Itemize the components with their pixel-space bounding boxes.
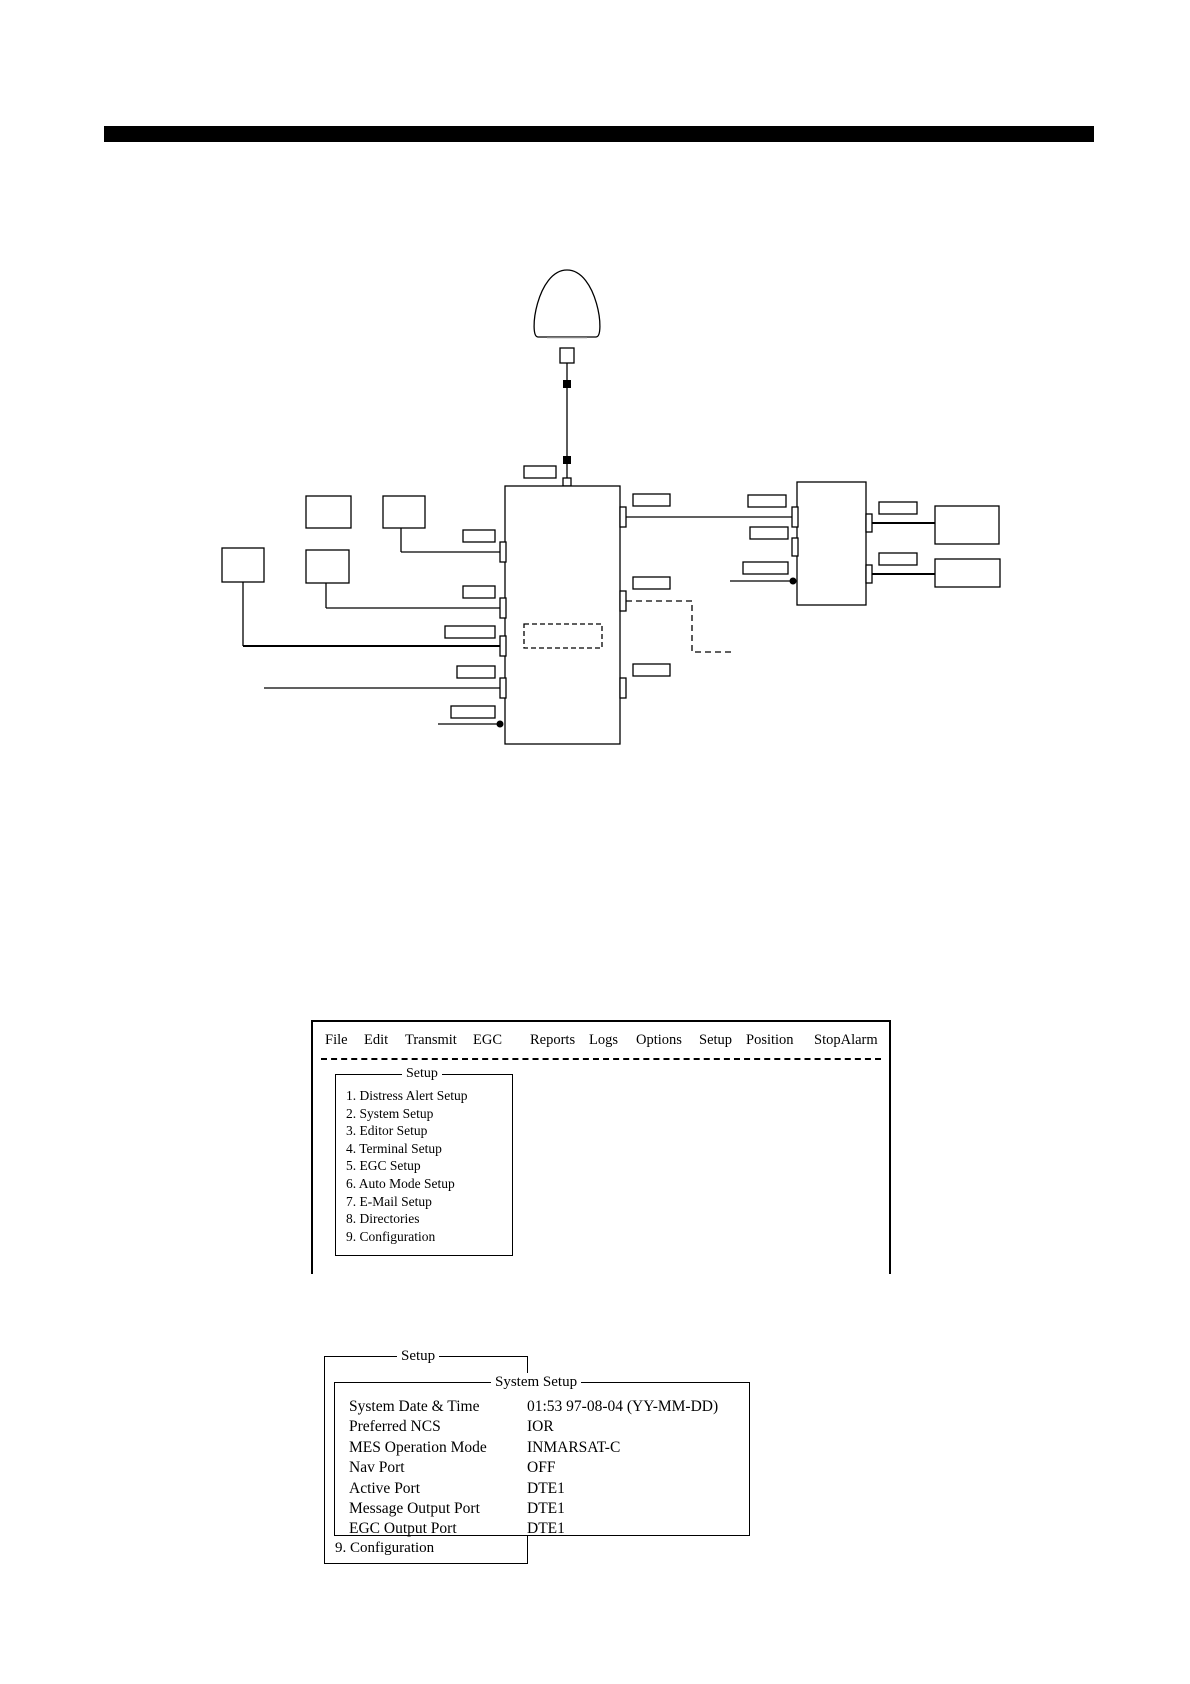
- antenna-unit: [533, 269, 601, 364]
- ground-terminal-junction: [789, 577, 797, 585]
- setup-menu: Setup 1. Distress Alert Setup 2. System …: [335, 1065, 513, 1256]
- label-box-junction-3: [742, 561, 789, 575]
- field-value[interactable]: DTE1: [527, 1479, 565, 1497]
- menu-options[interactable]: Options: [636, 1032, 682, 1048]
- label-box-right-1: [632, 493, 671, 507]
- menu-edit[interactable]: Edit: [364, 1032, 389, 1048]
- system-setup-title: System Setup: [491, 1373, 582, 1391]
- setup-item-configuration-partial[interactable]: 9. Configuration: [335, 1540, 435, 1556]
- terminal-antenna-port: [562, 477, 572, 487]
- port-left-2: [499, 597, 507, 619]
- junction-port-1: [791, 506, 799, 528]
- setup-item-editor[interactable]: 3. Editor Setup: [346, 1123, 428, 1139]
- junction-port-right-2: [865, 564, 873, 584]
- system-setup-window: System Setup System Date & Time 01:53 97…: [334, 1373, 750, 1538]
- terminal-unit: [504, 485, 621, 745]
- label-box-junction-right-2: [878, 552, 918, 566]
- port-right-1: [619, 506, 627, 528]
- header-bar: [104, 126, 1094, 142]
- menu-setup[interactable]: Setup: [699, 1032, 733, 1048]
- label-box-left-1: [462, 529, 496, 543]
- field-label: Nav Port: [349, 1459, 405, 1477]
- field-label: Preferred NCS: [349, 1418, 441, 1436]
- menu-logs[interactable]: Logs: [589, 1032, 618, 1048]
- port-right-3: [619, 677, 627, 699]
- field-value[interactable]: DTE1: [527, 1499, 565, 1517]
- main-menu-window: File Edit Transmit EGC Reports Logs Opti…: [311, 1020, 891, 1274]
- label-box-antenna: [523, 465, 557, 479]
- menu-file[interactable]: File: [325, 1032, 348, 1048]
- menu-position[interactable]: Position: [746, 1032, 794, 1048]
- port-right-2: [619, 590, 627, 612]
- setup-item-directories[interactable]: 8. Directories: [346, 1211, 420, 1227]
- cable-connector-bottom: [563, 456, 571, 464]
- setup-item-configuration[interactable]: 9. Configuration: [346, 1228, 436, 1244]
- label-box-left-3: [444, 625, 496, 639]
- cable-connector-top: [563, 380, 571, 388]
- device-box-2: [934, 558, 1001, 588]
- antenna-connector: [559, 347, 575, 364]
- peripheral-box-1: [305, 495, 352, 529]
- label-box-junction-2: [749, 526, 789, 540]
- setup-item-terminal[interactable]: 4. Terminal Setup: [346, 1140, 442, 1156]
- setup-menu-list: 1. Distress Alert Setup 2. System Setup …: [346, 1087, 468, 1245]
- menu-reports[interactable]: Reports: [530, 1032, 576, 1048]
- field-label: Message Output Port: [349, 1499, 480, 1517]
- setup-item-email[interactable]: 7. E-Mail Setup: [346, 1193, 432, 1209]
- label-box-junction-right-1: [878, 501, 918, 515]
- setup-item-distress-alert[interactable]: 1. Distress Alert Setup: [346, 1088, 468, 1103]
- menu-egc[interactable]: EGC: [473, 1032, 502, 1048]
- label-box-left-2: [462, 585, 496, 599]
- ground-terminal-left: [496, 720, 504, 728]
- field-label: Active Port: [349, 1479, 421, 1497]
- peripheral-box-2: [382, 495, 426, 529]
- port-left-1: [499, 541, 507, 563]
- setup-menu-title: Setup: [402, 1065, 442, 1083]
- junction-port-2: [791, 537, 799, 557]
- interconnection-diagram: [221, 269, 1001, 745]
- port-left-4: [499, 677, 507, 699]
- device-box-1: [934, 505, 1000, 545]
- setup-item-egc[interactable]: 5. EGC Setup: [346, 1158, 421, 1174]
- label-box-junction-1: [747, 494, 787, 508]
- wire-optional-dashed: [626, 600, 734, 653]
- junction-port-right-1: [865, 513, 873, 533]
- port-left-3: [499, 635, 507, 657]
- field-label: System Date & Time: [349, 1398, 480, 1415]
- field-label: MES Operation Mode: [349, 1438, 487, 1456]
- peripheral-box-3: [221, 547, 265, 583]
- peripheral-box-4: [305, 549, 350, 584]
- antenna-radome: [533, 269, 601, 338]
- setup-background-title: Setup: [397, 1347, 440, 1365]
- setup-item-auto-mode[interactable]: 6. Auto Mode Setup: [346, 1175, 455, 1191]
- field-value[interactable]: INMARSAT-C: [527, 1438, 621, 1456]
- label-box-right-3: [632, 663, 671, 677]
- label-box-left-5: [450, 705, 496, 719]
- menu-separator: [321, 1058, 881, 1060]
- setup-item-system[interactable]: 2. System Setup: [346, 1105, 434, 1121]
- menu-transmit[interactable]: Transmit: [405, 1032, 457, 1048]
- label-box-right-2: [632, 576, 671, 590]
- field-label: EGC Output Port: [349, 1520, 457, 1538]
- junction-box: [796, 481, 867, 606]
- terminal-internal-module: [523, 623, 603, 649]
- field-value[interactable]: DTE1: [527, 1520, 565, 1538]
- field-value[interactable]: IOR: [527, 1418, 554, 1436]
- label-box-left-4: [456, 665, 496, 679]
- menu-stopalarm[interactable]: StopAlarm: [814, 1032, 878, 1048]
- field-value[interactable]: 01:53 97-08-04 (YY-MM-DD): [527, 1398, 719, 1415]
- field-value[interactable]: OFF: [527, 1459, 556, 1477]
